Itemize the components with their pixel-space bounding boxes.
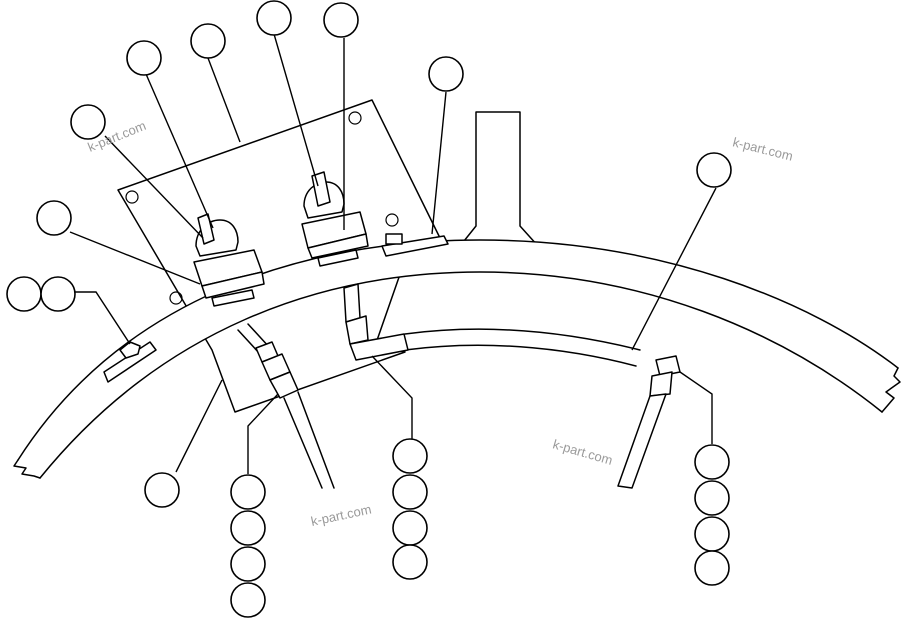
callout-circle xyxy=(696,152,732,188)
callout-circles xyxy=(6,0,732,618)
callout-circle xyxy=(144,472,180,508)
callout-circle xyxy=(70,104,106,140)
callout-circle xyxy=(694,444,730,480)
watermark-text: k-part.com xyxy=(731,134,794,163)
right-sensor xyxy=(617,355,681,489)
callout-circle xyxy=(230,546,266,582)
callout-circle xyxy=(392,438,428,474)
curved-frame xyxy=(13,239,901,479)
vertical-post xyxy=(459,111,539,247)
right-bracket xyxy=(381,233,449,257)
callout-circle xyxy=(40,276,76,312)
callout-circle xyxy=(230,474,266,510)
callout-circle xyxy=(6,276,42,312)
callout-circle xyxy=(392,544,428,580)
callout-circle xyxy=(230,510,266,546)
middle-connector xyxy=(343,283,409,361)
callout-circle xyxy=(694,550,730,586)
callout-circle xyxy=(36,200,72,236)
callout-circle xyxy=(230,582,266,618)
callout-circle xyxy=(323,2,359,38)
watermark-text: k-part.com xyxy=(310,501,373,528)
leader-lines xyxy=(69,33,717,474)
left-connector xyxy=(237,323,335,489)
callout-circle xyxy=(392,510,428,546)
watermark-text: k-part.com xyxy=(551,436,614,467)
left-switch xyxy=(193,213,265,307)
callout-circle xyxy=(190,23,226,59)
callout-circle xyxy=(256,0,292,36)
callout-circle xyxy=(126,40,162,76)
callout-circle xyxy=(428,56,464,92)
callout-circle xyxy=(392,474,428,510)
callout-circle xyxy=(694,516,730,552)
left-bracket xyxy=(103,341,157,383)
callout-circle xyxy=(694,480,730,516)
